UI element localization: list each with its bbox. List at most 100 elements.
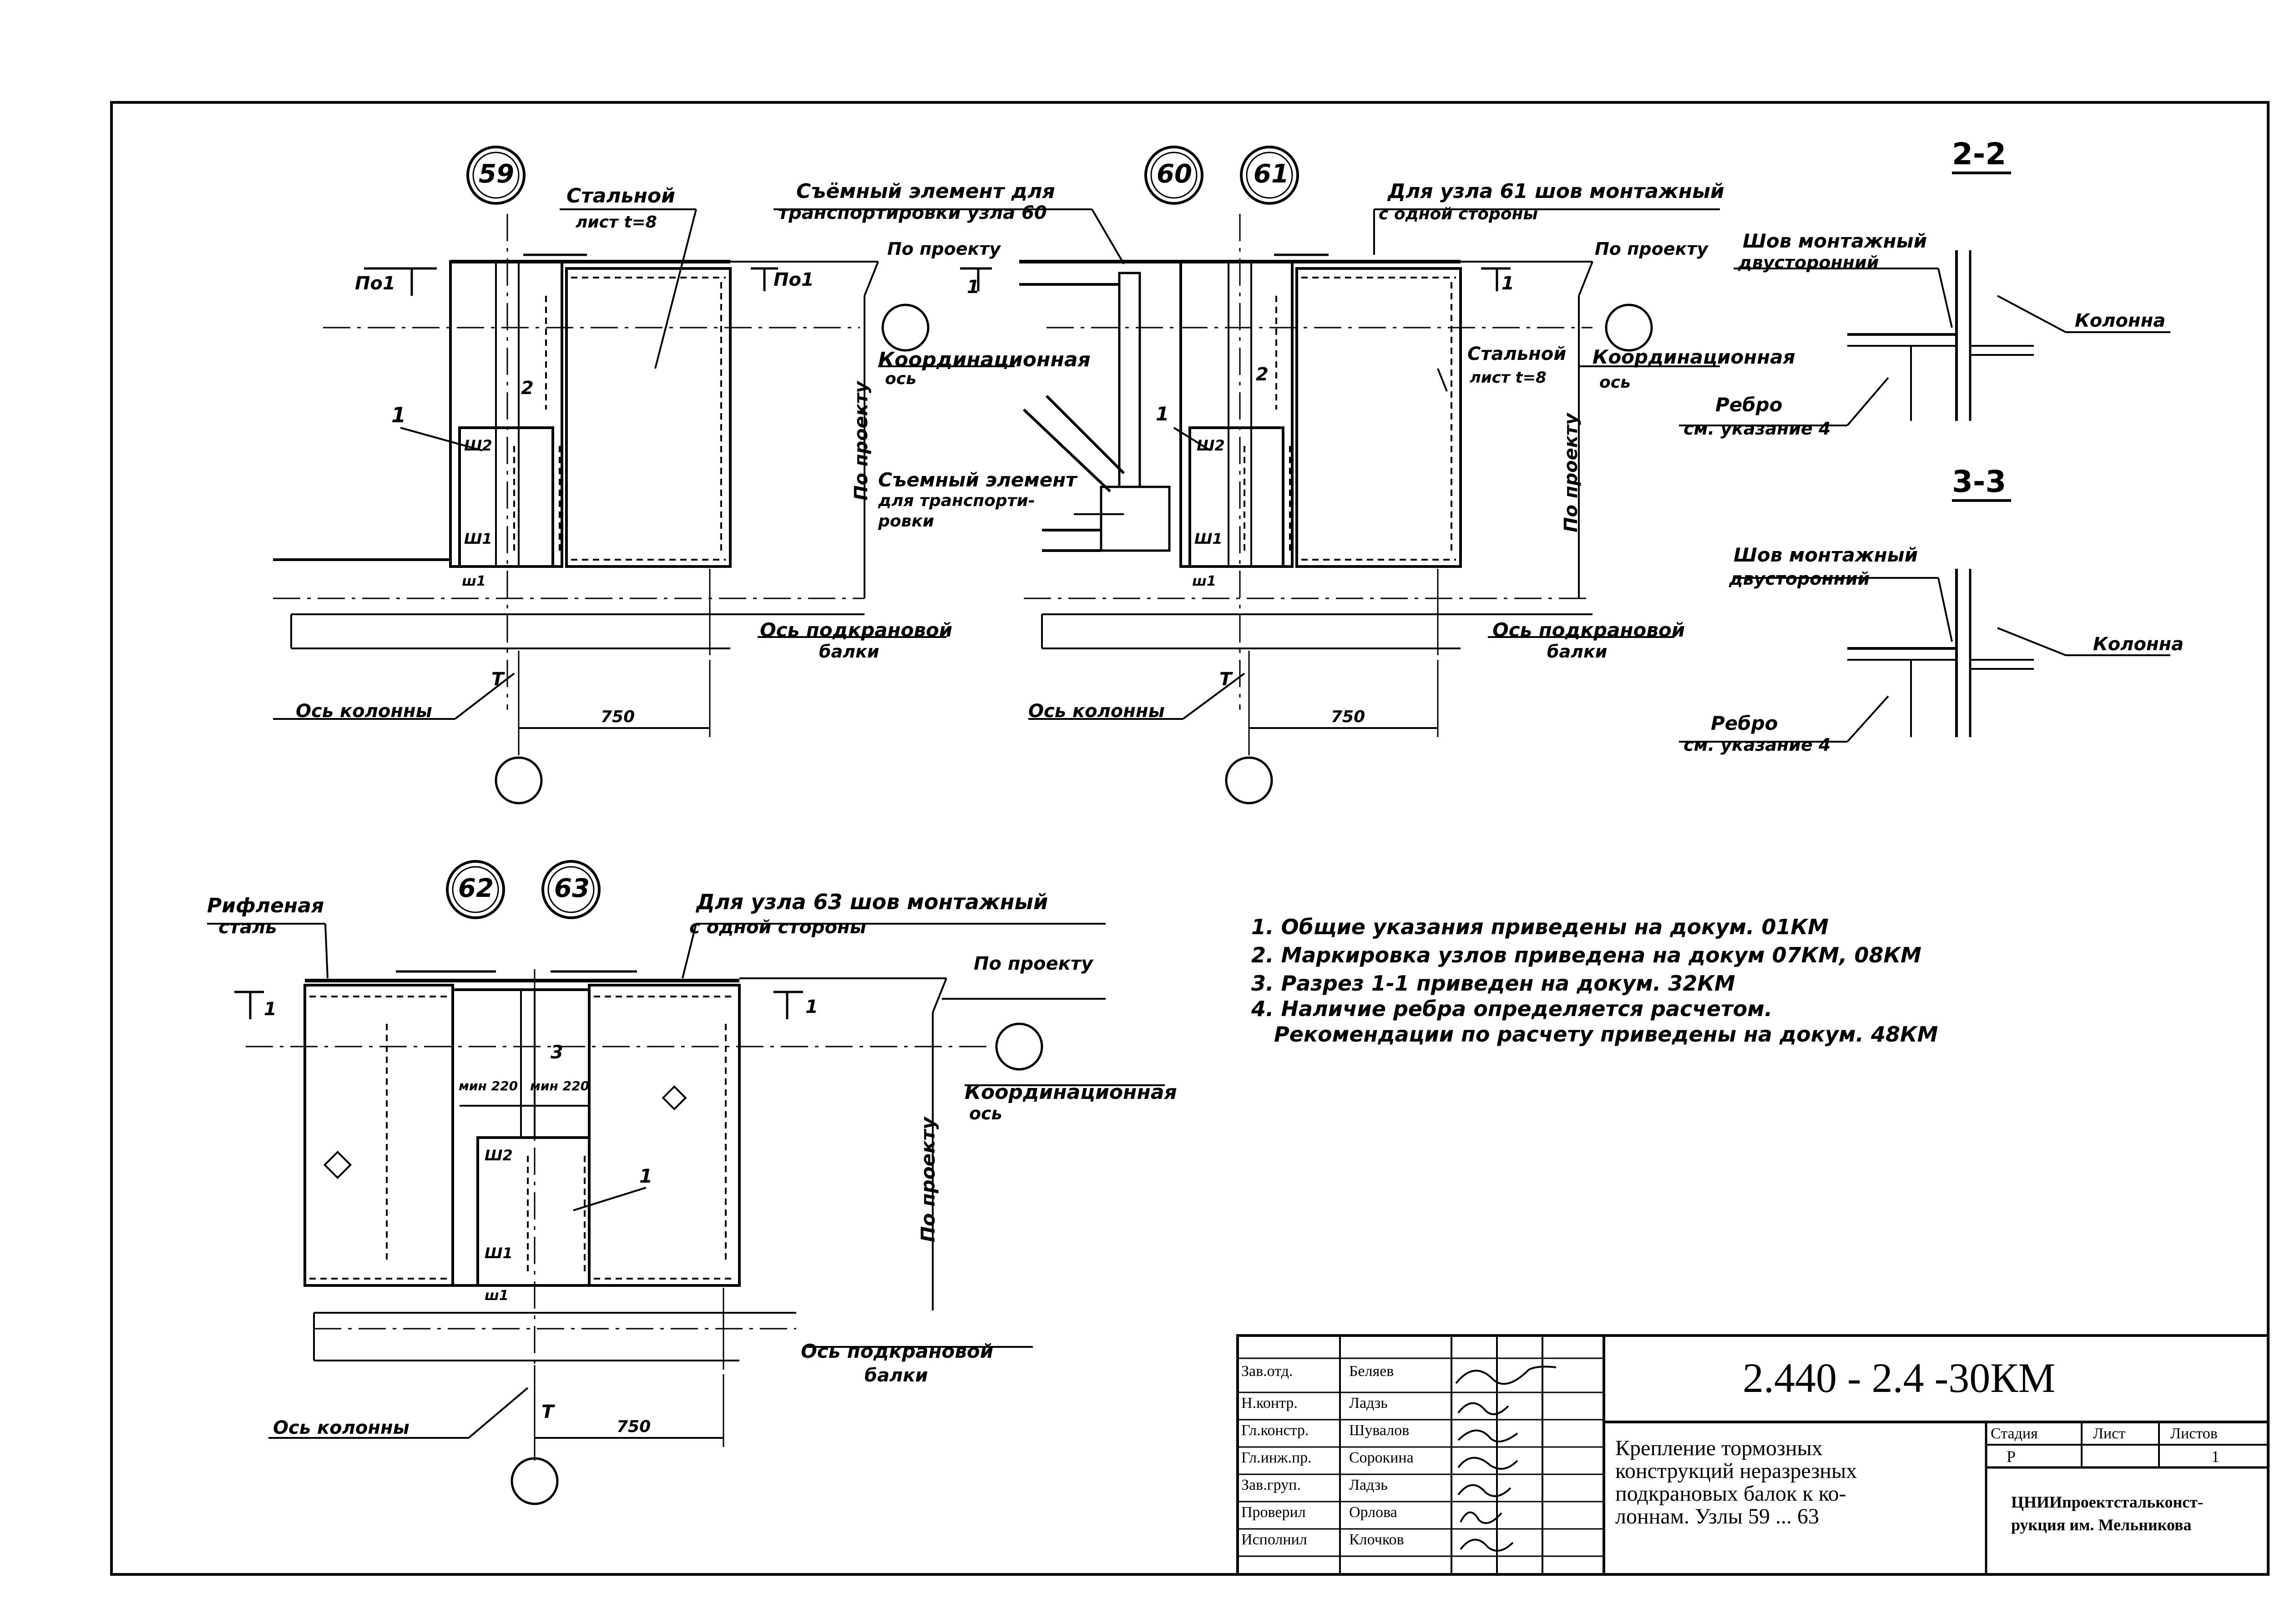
d60-dim: 750	[1331, 708, 1365, 726]
role-6: Проверил	[1241, 1504, 1306, 1521]
section-2-2-rib-1: Ребро	[1715, 394, 1783, 416]
d60-po-proektu: По проекту	[1595, 239, 1709, 259]
role-5: Зав.груп.	[1241, 1477, 1301, 1493]
d60-label-2: 2	[1256, 364, 1269, 385]
role-2: Н.контр.	[1241, 1395, 1298, 1412]
name-3: Шувалов	[1349, 1422, 1410, 1439]
section-2-2-title: 2-2	[1952, 137, 2007, 172]
sheets-value: 1	[2211, 1447, 2219, 1466]
org-1: ЦНИИпроектстальконст-	[2011, 1493, 2203, 1511]
note-5: Рекомендации по расчету приведены на док…	[1274, 1022, 1938, 1047]
d62-beam-axis-1: Ось подкрановой	[801, 1340, 994, 1362]
d59-section-right: По1	[774, 269, 814, 290]
name-4: Сорокина	[1349, 1449, 1414, 1466]
d62-weld-sh2: Ш2	[485, 1147, 513, 1164]
d59-section-left: По1	[355, 273, 395, 294]
node-circle-59	[466, 146, 526, 205]
d59-sheet-2: лист t=8	[576, 213, 657, 232]
d62-dim: 750	[617, 1417, 651, 1436]
role-4: Гл.инж.пр.	[1241, 1449, 1312, 1466]
section-3-3-rib-2: см. указание 4	[1684, 735, 1831, 755]
d60-coord-2: ось	[1599, 373, 1631, 392]
d60-column-axis: Ось колонны	[1028, 701, 1165, 722]
note-1: 1. Общие указания приведены на докум. 01…	[1251, 915, 1829, 939]
d60-beam-axis-2: балки	[1547, 642, 1608, 662]
d62-weld-sh1: Ш1	[485, 1245, 513, 1262]
d59-label-T: T	[491, 669, 504, 690]
header-sheets: Листов	[2170, 1425, 2218, 1442]
d60-section-left: 1	[967, 277, 980, 298]
d62-beam-axis-2: балки	[864, 1365, 928, 1386]
section-2-2	[1679, 172, 2170, 426]
d62-riffled-1: Рифленая	[207, 894, 324, 917]
d62-column-axis: Ось колонны	[273, 1417, 410, 1438]
d60-weld61-1: Для узла 61 шов монтажный	[1388, 180, 1724, 203]
node-label-60: 60	[1157, 159, 1192, 189]
section-2-2-column: Колонна	[2075, 310, 2166, 331]
d62-riffled-2: сталь	[218, 917, 277, 938]
d59-label-1: 1	[391, 403, 406, 427]
section-3-3-weld-1: Шов монтажный	[1734, 544, 1918, 566]
d59-po-proektu-v: По проекту	[851, 381, 872, 501]
d60-removable-mid-2: для транспорти-	[878, 491, 1035, 510]
d60-removable-1: Съёмный элемент для	[796, 180, 1055, 203]
stage-value: Р	[2007, 1447, 2016, 1466]
section-2-2-weld-2: двусторонний	[1738, 253, 1879, 273]
d59-po-proektu: По проекту	[887, 239, 1001, 259]
d60-weld-sh1: Ш1	[1194, 530, 1223, 547]
d60-po-proektu-v: По проекту	[1561, 413, 1582, 532]
section-3-3-weld-2: двусторонний	[1729, 569, 1870, 589]
d59-sheet-1: Стальной	[566, 184, 675, 207]
d59-column-axis: Ось колонны	[296, 701, 432, 722]
name-7: Клочков	[1349, 1531, 1404, 1548]
node-label-61: 61	[1254, 159, 1289, 189]
role-7: Исполнил	[1241, 1531, 1307, 1548]
doc-description-2: конструкций неразрезных	[1615, 1459, 1857, 1483]
d62-label-3: 3	[551, 1042, 563, 1063]
section-3-3-title: 3-3	[1952, 464, 2007, 499]
d62-min-left: мин 220	[459, 1078, 518, 1093]
d60-sheet-1: Стальной	[1467, 344, 1567, 364]
d62-coord-2: ось	[969, 1103, 1002, 1123]
header-sheet: Лист	[2093, 1425, 2126, 1442]
d60-weld61-2: с одной стороны	[1379, 205, 1538, 223]
role-3: Гл.констр.	[1241, 1422, 1309, 1439]
d59-dim: 750	[601, 708, 635, 726]
doc-code: 2.440 - 2.4 -30КМ	[1743, 1355, 2056, 1401]
org-2: рукция им. Мельникова	[2011, 1516, 2192, 1534]
node-label-63: 63	[554, 874, 590, 903]
d60-label-1: 1	[1156, 403, 1169, 425]
d62-label-1: 1	[639, 1165, 653, 1187]
name-1: Беляев	[1349, 1363, 1394, 1380]
role-1: Зав.отд.	[1241, 1363, 1293, 1380]
drawing-60-61	[774, 146, 1720, 804]
d59-weld-sh1b: ш1	[462, 573, 486, 589]
d59-beam-axis-2: балки	[819, 642, 880, 662]
name-6: Орлова	[1349, 1504, 1397, 1521]
header-stage: Стадия	[1991, 1425, 2038, 1442]
d60-removable-mid-3: ровки	[878, 512, 934, 531]
d62-po-proektu: По проекту	[974, 953, 1093, 974]
d62-weld63-1: Для узла 63 шов монтажный	[696, 890, 1048, 914]
doc-description-4: лоннам. Узлы 59 ... 63	[1615, 1504, 1819, 1528]
title-block	[1236, 1334, 2270, 1576]
d59-beam-axis-1: Ось подкрановой	[760, 619, 953, 641]
section-3-3-rib-1: Ребро	[1711, 712, 1778, 734]
section-3-3	[1679, 499, 2170, 743]
d60-sheet-2: лист t=8	[1470, 369, 1547, 387]
note-3: 3. Разрез 1-1 приведен на докум. 32КМ	[1251, 971, 1735, 996]
section-2-2-weld-1: Шов монтажный	[1743, 230, 1927, 252]
d62-section-right: 1	[805, 997, 818, 1017]
doc-description-1: Крепление тормозных	[1615, 1436, 1823, 1460]
d62-weld-sh1b: ш1	[485, 1288, 509, 1304]
name-2: Ладзь	[1349, 1395, 1388, 1412]
d60-section-right: 1	[1502, 273, 1514, 294]
doc-description-3: подкрановых балок к ко-	[1615, 1482, 1846, 1506]
d59-coord-2: ось	[885, 369, 916, 388]
note-2: 2. Маркировка узлов приведена на докум 0…	[1251, 943, 1921, 967]
d60-weld-sh2: Ш2	[1197, 437, 1225, 454]
section-2-2-rib-2: см. указание 4	[1684, 419, 1831, 439]
d60-coord-1: Координационная	[1592, 346, 1795, 368]
